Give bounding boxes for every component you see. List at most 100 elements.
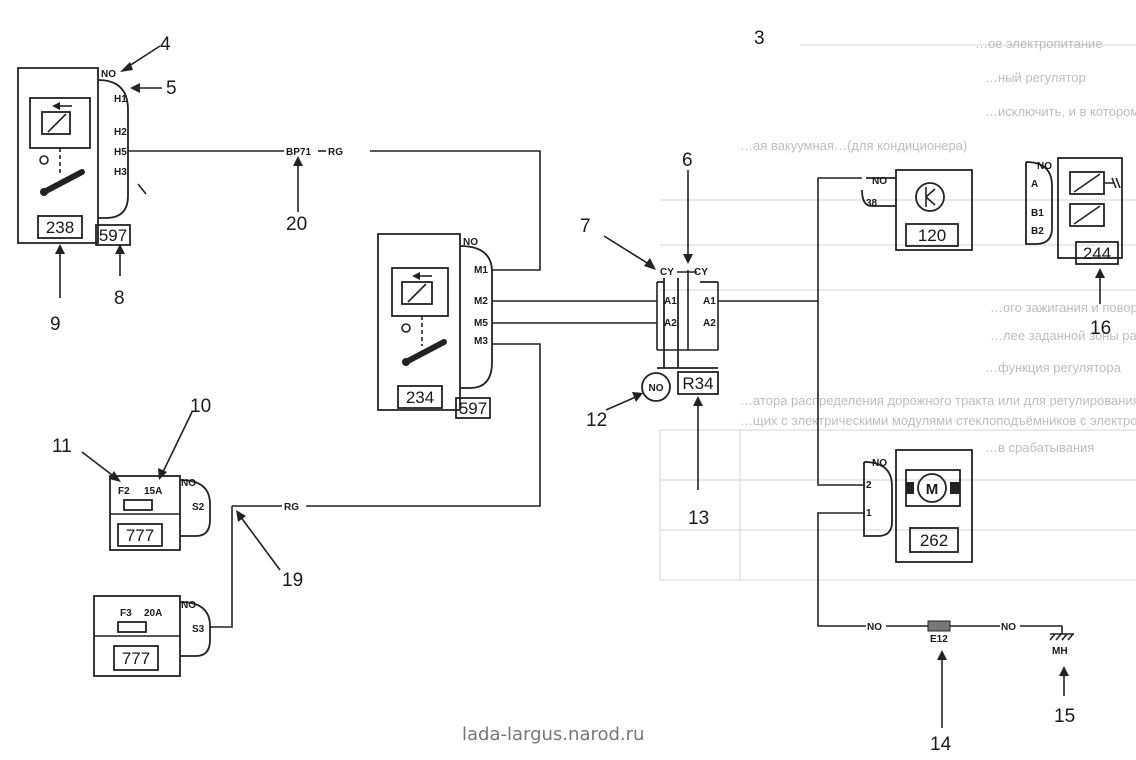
wire-label-rg-bottom: RG [284,502,299,513]
bg-line-6: …лее заданной зоны распределения по темп… [990,328,1136,343]
label-234: 234 [406,388,434,407]
wire-label-no-ground-2: NO [1001,622,1016,633]
pin-no-f2: NO [181,478,196,489]
component-238: 238 597 NO H1 H2 H5 H3 [17,67,147,246]
callout-15: 15 [1054,706,1075,727]
pin-no-262: NO [872,458,887,469]
component-120: 120 NO 38 [861,169,973,251]
pin-2: 2 [866,480,872,491]
callout-4: 4 [160,34,171,55]
wire-a1-right [718,177,862,302]
label-motor: M [926,481,939,498]
wire-label-bp71: BP71 [286,147,311,158]
pin-no-244: NO [1037,161,1052,172]
pin-a1-right: A1 [703,296,716,307]
callout-arrows [55,45,1105,728]
watermark: lada-largus.narod.ru [462,724,644,745]
label-15a: 15A [144,486,162,497]
bg-line-8: …атора распределения дорожного тракта ил… [740,393,1136,408]
label-20a: 20A [144,608,162,619]
component-no-circle: NO [641,372,671,402]
pin-cy-right: CY [694,267,708,278]
callout-8: 8 [114,288,125,309]
pin-s2: S2 [192,502,205,513]
bg-line-2: …ный регулятор [985,70,1086,85]
pin-a1-left: A1 [664,296,677,307]
pin-s3: S3 [192,624,205,635]
bg-line-7: …функция регулятора [985,360,1122,375]
pin-m3: M3 [474,336,488,347]
pin-h2: H2 [114,127,127,138]
callout-9: 9 [50,314,61,335]
wire-rg [232,343,541,507]
callout-10: 10 [190,396,211,417]
label-120: 120 [918,226,946,245]
pin-no-f3: NO [181,600,196,611]
ground-icon [1049,633,1074,641]
pin-b1: B1 [1031,208,1044,219]
pin-h3: H3 [114,167,127,178]
pin-no-238: NO [101,69,116,80]
pin-h5: H5 [114,147,127,158]
component-244: 244 NO A B1 B2 [1025,157,1123,265]
connector-597-mid: 597 [459,399,487,418]
label-r34: R34 [682,374,713,393]
callout-12: 12 [586,410,607,431]
pin-a2-left: A2 [664,318,677,329]
bg-line-4: …ая вакуумная…(для кондиционера) [740,138,967,153]
pin-no-120: NO [872,176,887,187]
wire-labels: BP71 RG RG NO NO E12 MH [282,144,1074,657]
label-f3: F3 [120,608,132,619]
label-777-f2: 777 [126,526,154,545]
label-mh: MH [1052,646,1068,657]
pin-m1: M1 [474,265,488,276]
label-no-circle: NO [649,383,664,394]
callout-5: 5 [166,78,177,99]
wire-ground-2 [950,625,1063,634]
bg-line-9: …щих с электрическими модулями стеклопод… [740,413,1136,428]
component-234: 234 597 NO M1 M2 M5 M3 [377,233,493,419]
callout-19: 19 [282,570,303,591]
callout-6: 6 [682,150,693,171]
connector-597-left: 597 [99,226,127,245]
bg-line-1: …ое электропитание [975,36,1103,51]
component-r34: CY CY A1 A2 A1 A2 R34 [656,267,719,395]
pin-m2: M2 [474,296,488,307]
pin-a2-right: A2 [703,318,716,329]
bg-line-10: …в срабатывания [985,440,1094,455]
bg-line-5: …ого зажигания и поворотного распределит… [990,300,1136,315]
callout-7: 7 [580,216,591,237]
label-f2: F2 [118,486,130,497]
wire-label-no-ground-1: NO [867,622,882,633]
callout-14: 14 [930,734,952,755]
callout-numbers: 3 4 5 6 7 8 9 10 11 12 13 14 15 16 19 20 [50,28,1111,755]
pin-h1: H1 [114,94,127,105]
callout-16: 16 [1090,318,1111,339]
callout-3: 3 [754,28,765,49]
component-fuse-f3: 777 F3 20A NO S3 [93,595,211,677]
label-262: 262 [920,531,948,550]
pin-no-234: NO [463,237,478,248]
pin-m5: M5 [474,318,488,329]
pin-b2: B2 [1031,226,1044,237]
label-238: 238 [46,218,74,237]
pin-a: A [1031,179,1038,190]
background-text: …ое электропитание …ный регулятор …исклю… [659,36,1136,581]
label-777-f3: 777 [122,649,150,668]
wire-a1-down [817,301,864,486]
callout-11: 11 [52,436,72,457]
label-e12: E12 [930,634,948,645]
pin-1: 1 [866,508,872,519]
label-244: 244 [1083,244,1111,263]
component-fuse-f2: 777 F2 15A NO S2 [109,475,211,551]
pin-cy-left: CY [660,267,674,278]
callout-13: 13 [688,508,709,529]
wire-bp71 [128,150,541,271]
pin-38: 38 [866,198,878,209]
wire-label-rg-top: RG [328,147,343,158]
wire-s3 [210,506,233,628]
callout-20: 20 [286,214,307,235]
bg-line-3: …исключить, и в котором необходимо устан… [985,104,1136,119]
component-262: M 262 NO 2 1 [863,449,973,563]
